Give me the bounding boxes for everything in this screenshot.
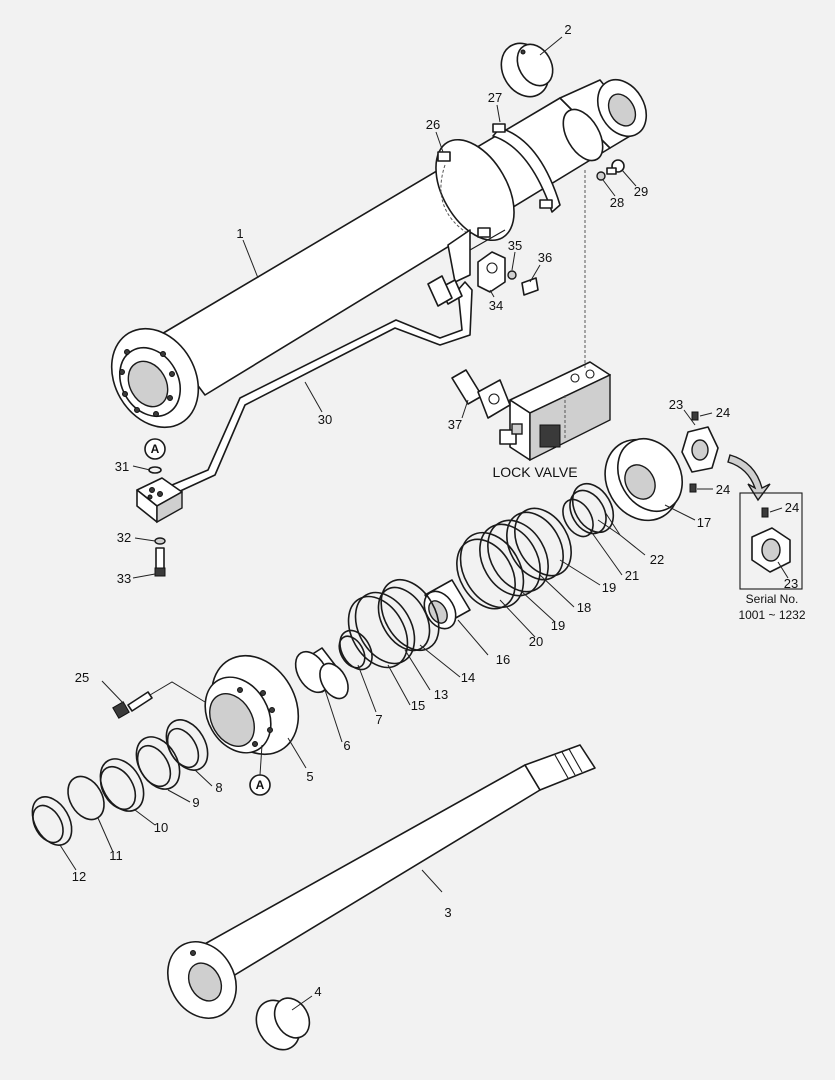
svg-text:A: A: [256, 778, 265, 792]
part-number-23: 23: [669, 397, 683, 412]
part-number-14: 14: [461, 670, 475, 685]
part-number-27: 27: [488, 90, 502, 105]
part-number-33: 33: [117, 571, 131, 586]
part-number-7: 7: [375, 712, 382, 727]
serial-label: Serial No.: [746, 592, 799, 606]
serial-range: 1001 ~ 1232: [738, 608, 805, 622]
elbow-fitting: [451, 369, 511, 419]
part-number-5: 5: [306, 769, 313, 784]
rod-bushing: [423, 579, 471, 630]
part-number-6: 6: [343, 738, 350, 753]
part-number-2: 2: [564, 22, 571, 37]
part-number-26: 26: [426, 117, 440, 132]
part-number-8: 8: [215, 780, 222, 795]
part-number-17: 17: [697, 515, 711, 530]
inset-part-number-24: 24: [785, 500, 799, 515]
serial-inset: [739, 492, 803, 590]
part-number-16: 16: [496, 652, 510, 667]
piston-rod: [167, 744, 596, 1019]
part-number-28: 28: [610, 195, 624, 210]
rod-gland: [204, 654, 300, 756]
direction-arrow: [727, 454, 771, 502]
part-number-30: 30: [318, 412, 332, 427]
part-number-37: 37: [448, 417, 462, 432]
bushing-6: [294, 647, 349, 700]
part-number-20: 20: [529, 634, 543, 649]
lock-valve: [499, 170, 611, 462]
part-number-35: 35: [508, 238, 522, 253]
pipe-clamps: [437, 123, 561, 238]
flange-block: [136, 466, 183, 577]
svg-text:A: A: [151, 442, 160, 456]
part-number-36: 36: [538, 250, 552, 265]
part-number-labels: 1 2 3 4 5 6 7 8 9 10 11 12 13 14 15 16 1…: [72, 22, 730, 999]
bushing-top: [500, 42, 554, 98]
part-number-22: 22: [650, 552, 664, 567]
gland-seals: [31, 719, 209, 846]
part-number-21: 21: [625, 568, 639, 583]
seal-rings-lower: [338, 578, 440, 671]
part-number-11: 11: [109, 848, 123, 863]
reference-marker-a-top: A: [144, 438, 166, 460]
part-number-15: 15: [411, 698, 425, 713]
part-number-24a: 24: [716, 405, 730, 420]
part-number-29: 29: [634, 184, 648, 199]
part-number-34: 34: [489, 298, 503, 313]
reference-marker-a-bottom: A: [249, 744, 271, 796]
bushing-rod-end: [255, 997, 311, 1051]
part-number-18: 18: [577, 600, 591, 615]
plug-fittings: [596, 159, 625, 181]
part-number-24b: 24: [716, 482, 730, 497]
inset-part-number-23: 23: [784, 576, 798, 591]
part-number-19a: 19: [602, 580, 616, 595]
part-number-4: 4: [314, 984, 321, 999]
cylinder-tube: [110, 78, 648, 429]
part-number-3: 3: [444, 905, 451, 920]
part-number-32: 32: [117, 530, 131, 545]
leader-lines: [59, 36, 789, 1011]
part-number-9: 9: [192, 795, 199, 810]
lock-valve-label: LOCK VALVE: [492, 464, 577, 480]
part-number-31: 31: [115, 459, 129, 474]
gland-bolt: [112, 681, 206, 719]
part-number-1: 1: [236, 226, 243, 241]
hydraulic-pipe: [159, 275, 473, 499]
part-number-10: 10: [154, 820, 168, 835]
part-number-19b: 19: [551, 618, 565, 633]
part-number-25: 25: [75, 670, 89, 685]
piston: [604, 438, 683, 522]
part-number-13: 13: [434, 687, 448, 702]
clamp-bracket: [447, 229, 539, 296]
piston-nut: [681, 411, 719, 493]
seal-rings-upper: [456, 482, 615, 610]
part-number-12: 12: [72, 869, 86, 884]
